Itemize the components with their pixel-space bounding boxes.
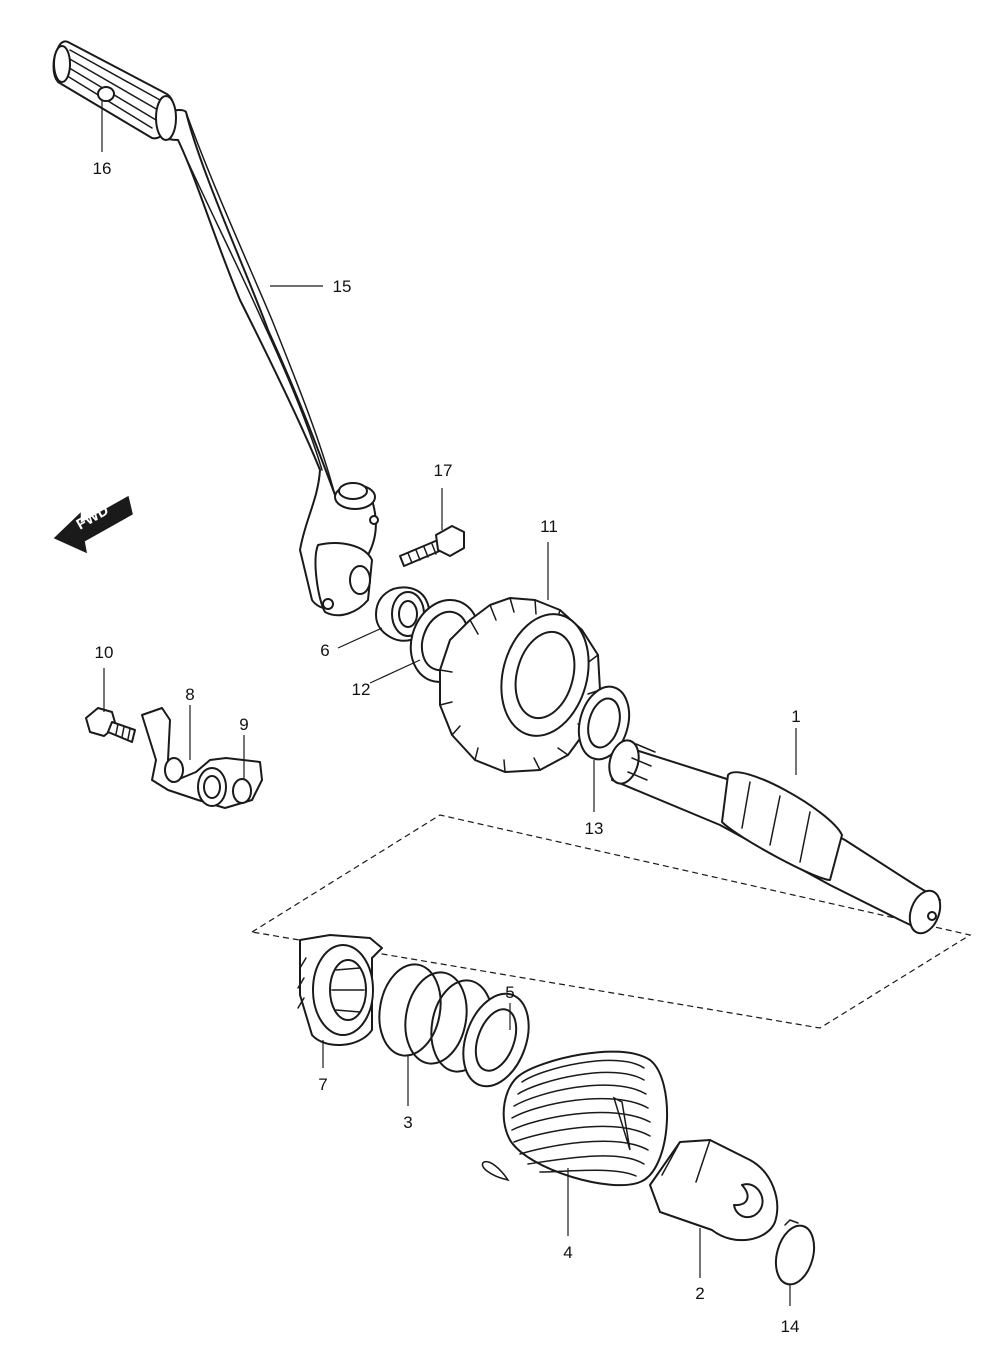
callout-3: 3 (403, 1113, 412, 1132)
callout-1: 1 (791, 707, 800, 726)
ratchet-7 (297, 934, 383, 1047)
callout-5: 5 (505, 983, 514, 1002)
callout-14: 14 (781, 1317, 800, 1336)
callout-8: 8 (185, 685, 194, 704)
callout-6: 6 (320, 641, 329, 660)
leader-lines (101, 100, 797, 1306)
circlip-14 (774, 1219, 816, 1286)
callout-9: 9 (239, 715, 248, 734)
spring-3 (378, 963, 494, 1073)
callout-16: 16 (93, 159, 112, 178)
spring-guide-2 (649, 1139, 779, 1242)
callout-4: 4 (563, 1243, 572, 1262)
callout-11: 11 (540, 517, 558, 536)
kick-shaft-1 (608, 739, 942, 935)
bolt-17 (399, 525, 465, 567)
callout-10: 10 (95, 643, 114, 662)
callout-13: 13 (585, 819, 604, 838)
bolt-10 (85, 707, 136, 743)
guide-9 (197, 767, 252, 807)
washer-5 (462, 992, 530, 1088)
callout-15: 15 (333, 277, 352, 296)
washer-13 (577, 685, 631, 761)
callout-17: 17 (434, 461, 453, 480)
callout-2: 2 (695, 1284, 704, 1303)
callout-labels: 16 15 17 11 6 12 13 1 10 8 9 5 7 3 4 2 1… (93, 159, 801, 1336)
spring-4 (481, 1050, 669, 1187)
stopper-plate-8 (141, 707, 263, 809)
callout-7: 7 (318, 1075, 327, 1094)
callout-12: 12 (352, 680, 371, 699)
kick-lever (149, 109, 379, 617)
kick-grip (52, 40, 177, 141)
fwd-arrow: FWD (53, 495, 133, 554)
gear-11 (439, 597, 601, 773)
subassembly-outline (250, 814, 972, 1029)
